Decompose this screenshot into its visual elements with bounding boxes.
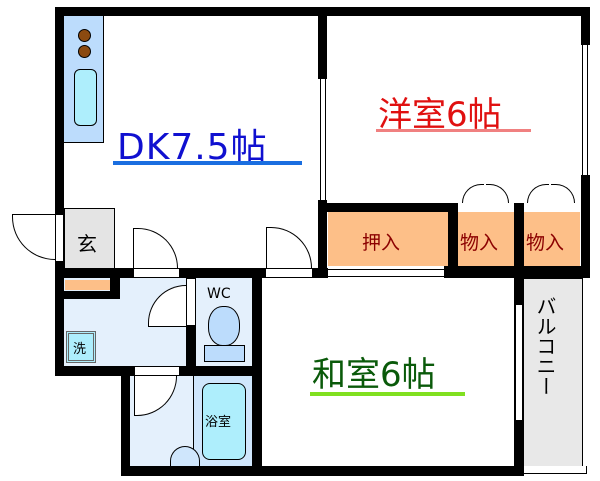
bathtub-icon <box>202 383 246 460</box>
label-underline <box>113 161 302 165</box>
closet-label: 押入 <box>362 232 401 254</box>
wall <box>180 268 265 278</box>
window <box>582 45 588 175</box>
washer-icon <box>66 331 96 363</box>
toilet-tank <box>204 345 245 362</box>
wall <box>318 200 327 278</box>
wall <box>318 7 327 79</box>
storage-1-door[interactable] <box>486 184 509 203</box>
label-underline <box>376 129 531 132</box>
storage-2-door[interactable] <box>527 184 549 203</box>
sink-icon <box>74 69 97 126</box>
storage-1 <box>458 212 514 266</box>
storage-2-label: 物入 <box>526 232 565 254</box>
balcony-floor <box>523 278 583 470</box>
japanese-room-door[interactable] <box>266 227 312 268</box>
label-underline <box>310 392 465 396</box>
window <box>328 269 444 277</box>
stove-burner-icon <box>78 29 91 42</box>
wall <box>55 7 64 214</box>
washer-label: 洗 <box>73 342 87 357</box>
bath-label: 浴室 <box>205 415 232 430</box>
wall <box>444 266 590 278</box>
entrance-floor <box>64 208 115 269</box>
entrance-door[interactable] <box>12 214 55 260</box>
storage-1-label: 物入 <box>460 232 499 254</box>
washroom-shelf <box>65 280 110 290</box>
wall <box>448 203 458 278</box>
wall <box>121 366 130 476</box>
toilet-icon <box>208 306 240 346</box>
washroom-door[interactable] <box>133 228 178 268</box>
room-label-western: 洋室6帖 <box>378 95 502 135</box>
room-label-japanese: 和室6帖 <box>312 355 436 395</box>
window <box>515 305 523 420</box>
wall <box>55 366 140 376</box>
wall <box>313 268 328 278</box>
wall <box>180 366 262 376</box>
storage-2-door[interactable] <box>551 184 575 203</box>
wall <box>581 175 590 275</box>
balcony-label: バルコニー <box>533 296 557 396</box>
wall <box>514 420 524 476</box>
wall <box>186 326 196 376</box>
wall <box>121 466 524 476</box>
wall <box>318 203 458 212</box>
entrance-label: 玄 <box>77 232 97 256</box>
storage-1-door[interactable] <box>462 184 484 203</box>
wall <box>55 268 135 278</box>
window <box>320 79 326 200</box>
stove-burner-icon <box>78 45 91 58</box>
closet <box>328 212 448 266</box>
wall <box>55 262 64 372</box>
wc-label: WC <box>207 286 231 302</box>
wall <box>581 7 590 45</box>
storage-2 <box>524 212 580 266</box>
